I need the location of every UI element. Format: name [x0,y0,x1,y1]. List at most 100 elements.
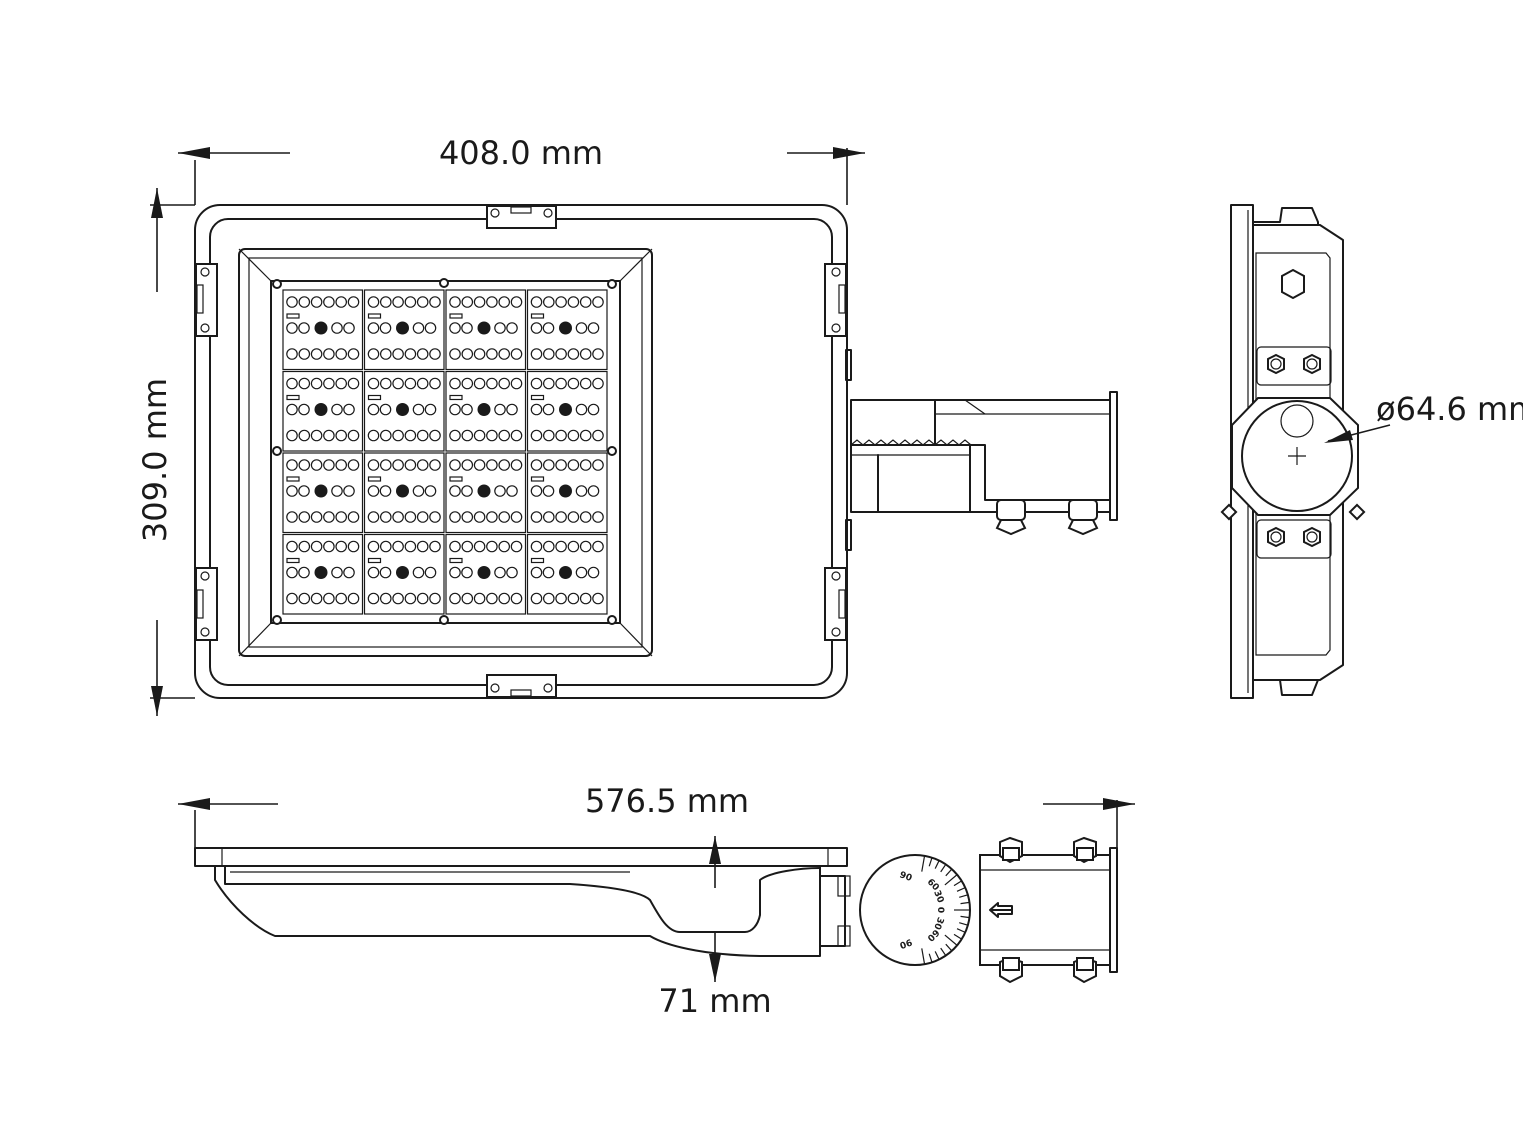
led [429,592,441,605]
tilt-label: 0 [935,907,945,913]
length-label: 576.5 mm [585,782,749,820]
led [347,592,360,605]
led [392,429,404,442]
led [286,348,298,360]
led [367,429,380,442]
led [379,377,392,390]
led [429,429,441,442]
led [392,377,404,390]
led [530,540,543,553]
led [486,592,498,605]
led-module [282,370,364,452]
led [404,429,417,442]
led [555,348,567,360]
led [510,459,523,471]
led [530,348,543,360]
led [286,592,298,605]
led [530,511,543,523]
led [555,377,567,390]
led [567,377,580,390]
led [416,429,429,442]
led [429,511,441,523]
led-module [526,289,608,371]
led [592,459,604,471]
tick-mark [945,943,953,952]
led [416,459,429,471]
led [416,511,429,523]
led [486,540,498,553]
led-module [445,289,527,371]
led [542,377,555,390]
led [310,459,323,471]
led [449,348,461,360]
tick-mark [959,894,969,898]
led [542,348,555,360]
tick-mark [934,951,940,960]
led [335,540,347,553]
led [323,348,335,360]
tick-mark [960,915,970,919]
led [323,429,335,442]
led [592,348,604,360]
led [461,592,474,605]
tilt-label: 30 [931,915,945,930]
width-label: 408.0 mm [439,134,603,172]
tick-mark [940,864,947,873]
led-module [445,370,527,452]
led [335,592,347,605]
led [510,540,523,553]
led [347,540,360,553]
length-dimension [178,798,1135,848]
led [404,348,417,360]
led [530,459,543,471]
led [510,592,523,605]
led [429,296,441,308]
led [486,377,498,390]
led [567,348,580,360]
led [473,459,486,471]
led [498,511,510,523]
led [298,348,311,360]
led-module [363,289,445,371]
led [486,459,498,471]
led [555,459,567,471]
tick-mark [956,887,966,892]
led [510,296,523,308]
led [379,348,392,360]
led [298,429,311,442]
led [498,296,510,308]
width-dimension [178,147,865,205]
led-module [282,452,364,534]
tick-mark [960,901,970,905]
led [392,296,404,308]
led [298,511,311,523]
led [567,459,580,471]
led [498,377,510,390]
tick-mark [928,953,933,963]
led [298,459,311,471]
led-module [445,452,527,534]
led-module-grid [282,289,608,615]
led [367,459,380,471]
led [555,592,567,605]
led [310,511,323,523]
led [404,296,417,308]
led [567,511,580,523]
led [429,377,441,390]
led [486,296,498,308]
led [461,296,474,308]
led [498,459,510,471]
led-module [363,370,445,452]
tick-mark [953,933,962,940]
led [592,429,604,442]
led [310,377,323,390]
led [335,511,347,523]
tilt-scale-ticks [921,855,970,965]
led [347,459,360,471]
tick-mark [934,860,940,869]
led [379,540,392,553]
led [298,592,311,605]
led [429,348,441,360]
led [510,377,523,390]
